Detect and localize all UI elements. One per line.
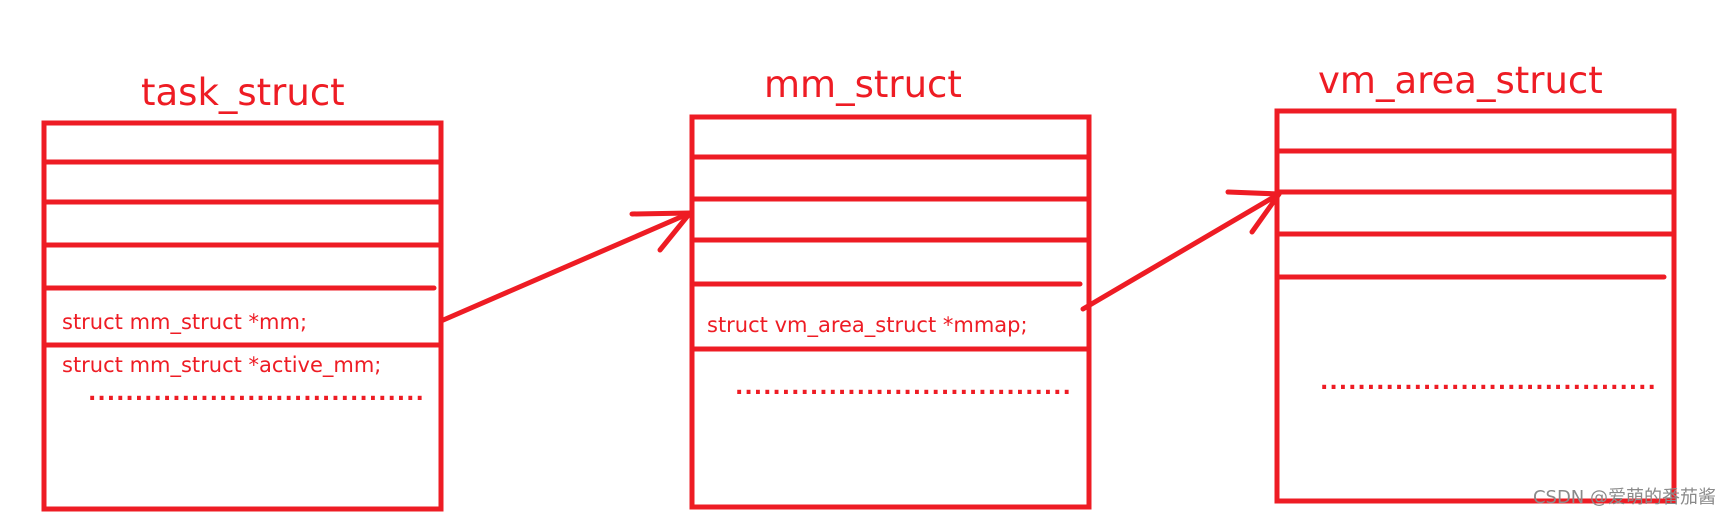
mm-struct-title: mm_struct [764,63,962,106]
task-struct-ellipsis: .................................... [88,381,425,406]
task-struct-title: task_struct [141,71,345,114]
task-struct-field-mm: struct mm_struct *mm; [62,310,308,334]
arrow-shaft [438,210,693,324]
arrow-head [629,210,693,253]
mm-struct-outline [689,114,1092,510]
mm-struct-box [689,114,1092,510]
mm-struct-ellipsis: .................................... [735,375,1072,400]
arrow-mm-to-mm-struct [438,210,693,324]
arrow-head [1225,189,1282,235]
vm-area-struct-ellipsis: .................................... [1320,370,1657,395]
mm-struct-field-mmap: struct vm_area_struct *mmap; [707,313,1028,337]
task-struct-outline [41,120,444,512]
vm-area-struct-title: vm_area_struct [1318,59,1603,102]
arrow-shaft [1080,191,1282,312]
watermark: CSDN @爱萌的番茄酱 [1532,487,1716,508]
task-struct-field-active-mm: struct mm_struct *active_mm; [62,353,382,377]
vm-area-struct-box [1274,108,1677,504]
vm-area-struct-outline [1274,108,1677,504]
arrow-mmap-to-vm-area-struct [1080,189,1282,312]
task-struct-box [41,120,444,512]
